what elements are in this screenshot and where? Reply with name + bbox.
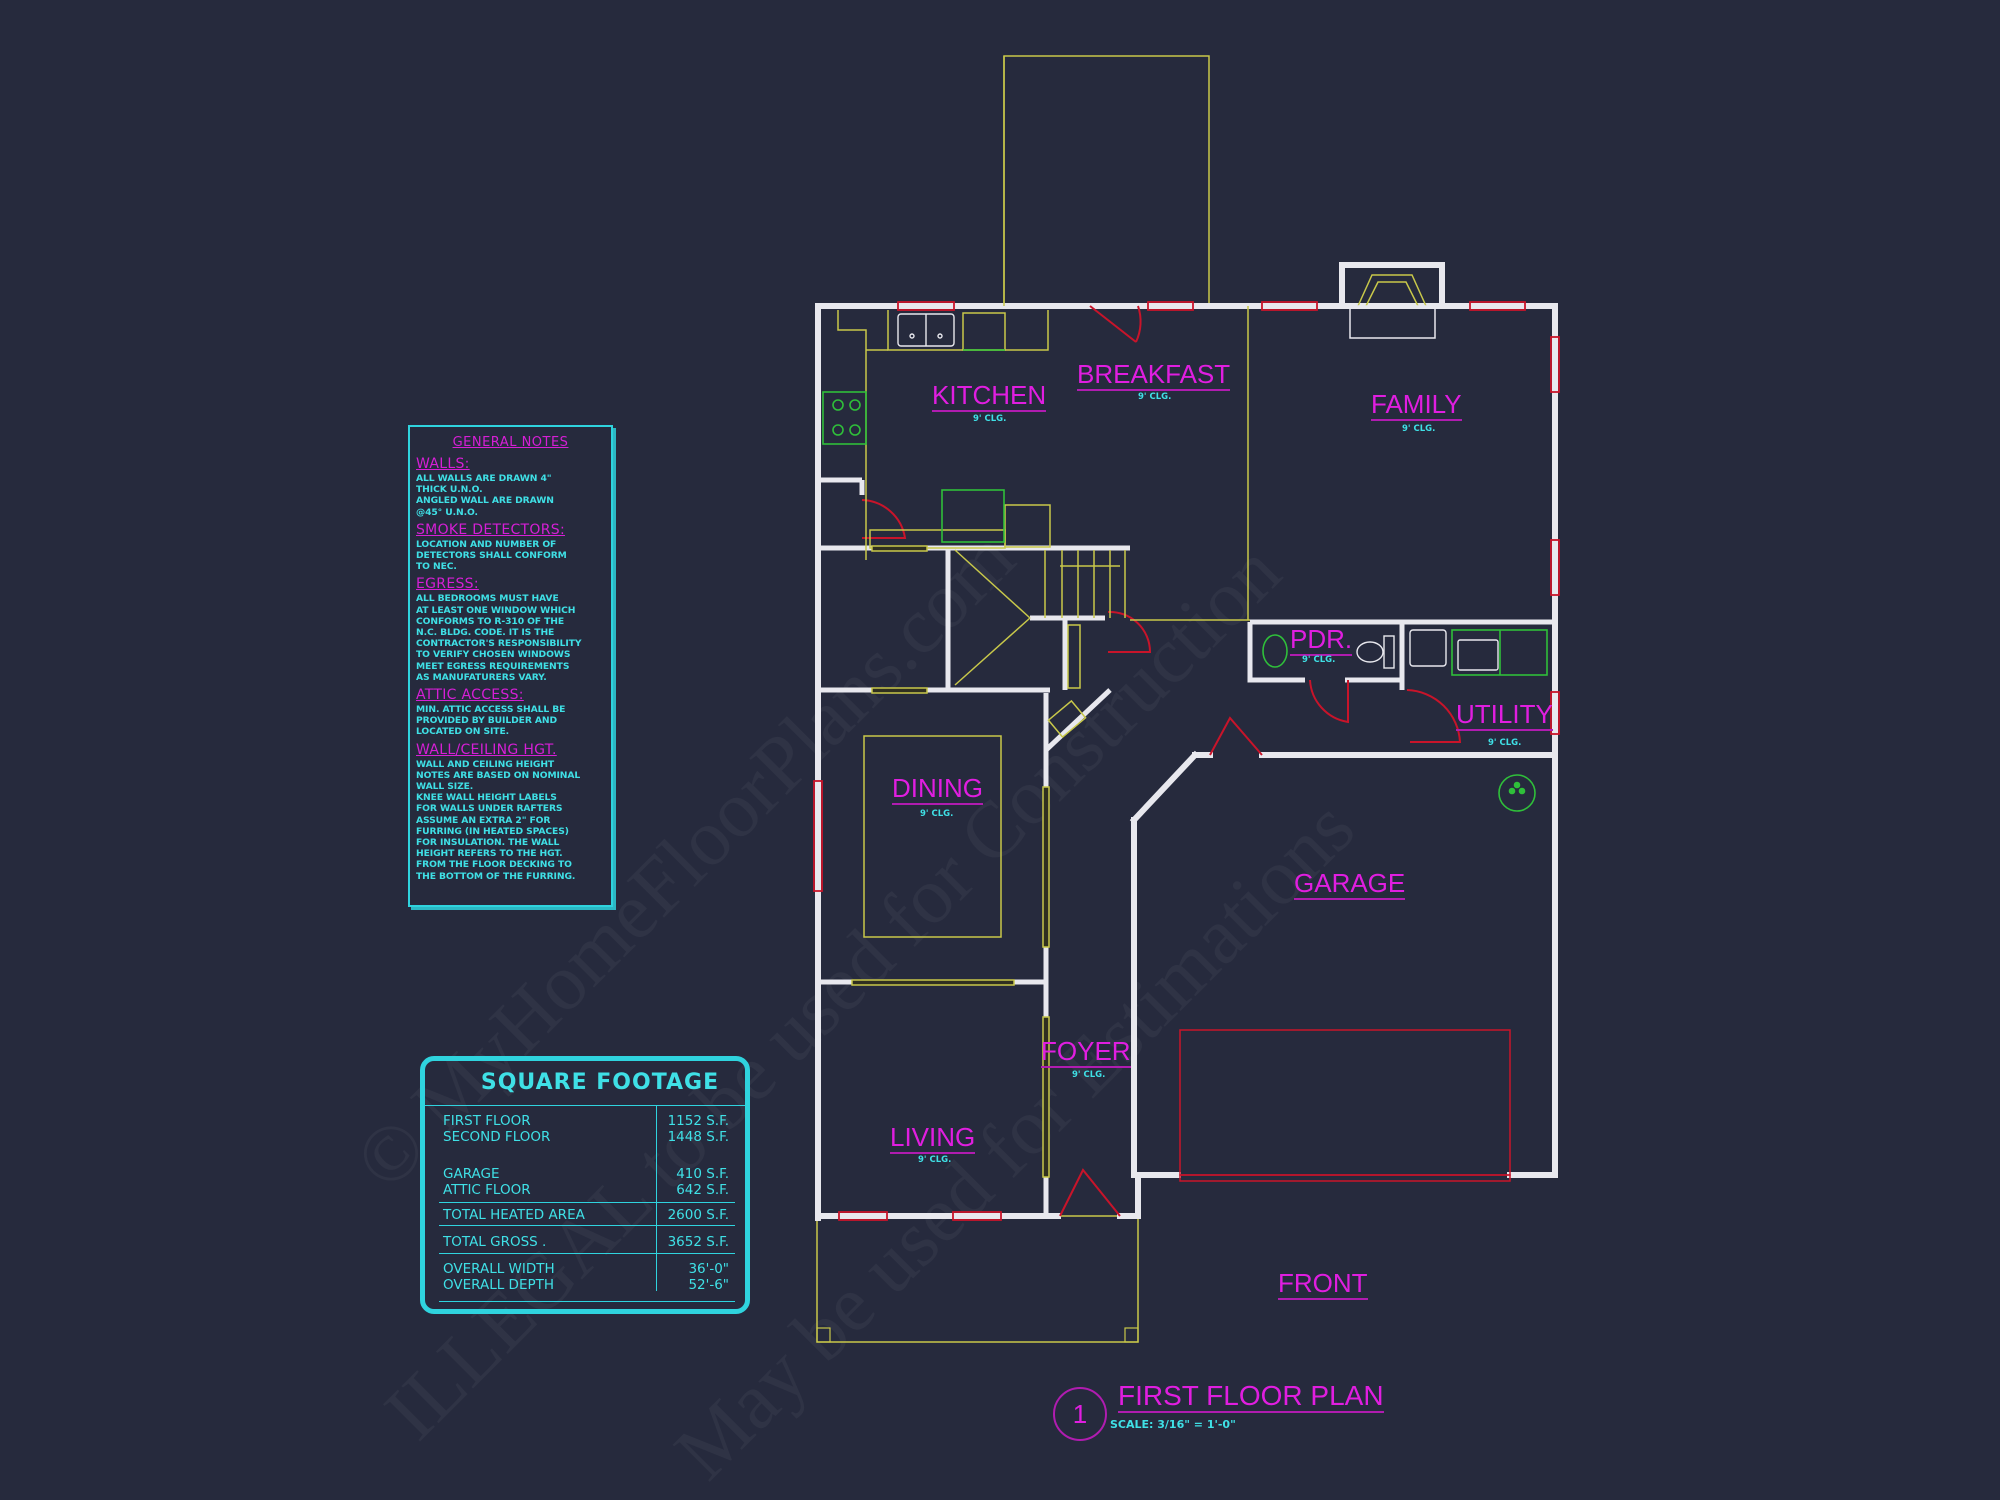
sf-label: TOTAL GROSS . [443, 1234, 547, 1250]
room-label-utility: UTILITY [1456, 699, 1553, 731]
table-rule [439, 1202, 735, 1203]
general-notes-panel: GENERAL NOTES WALLS: ALL WALLS ARE DRAWN… [408, 425, 613, 907]
plan-scale: SCALE: 3/16" = 1'-0" [1110, 1418, 1236, 1431]
fixtures [822, 349, 1548, 812]
ceiling-note-utility: 9' CLG. [1488, 738, 1522, 748]
interior-walls [818, 477, 1555, 1213]
notes-heading-egress: EGRESS: [416, 576, 479, 593]
ceiling-note-pdr: 9' CLG. [1302, 655, 1336, 665]
room-label-foyer: FOYER [1041, 1036, 1131, 1068]
plan-title: FIRST FLOOR PLAN [1118, 1380, 1384, 1413]
notes-body-attic-access: MIN. ATTIC ACCESS SHALL BE PROVIDED BY B… [416, 704, 566, 738]
sf-label: TOTAL HEATED AREA [443, 1207, 585, 1223]
windows [813, 301, 1560, 1221]
room-label-dining: DINING [892, 773, 983, 805]
notes-body-smoke-detectors: LOCATION AND NUMBER OF DETECTORS SHALL C… [416, 538, 567, 573]
notes-heading-wall-ceiling-height: WALL/CEILING HGT. [416, 741, 557, 758]
room-label-living: LIVING [890, 1122, 976, 1154]
front-porch-outline [816, 1215, 1139, 1343]
sf-label: FIRST FLOOR SECOND FLOOR [443, 1113, 551, 1145]
table-rule [439, 1225, 735, 1226]
ceiling-note-kitchen: 9' CLG. [973, 414, 1007, 424]
room-label-family: FAMILY [1371, 389, 1462, 421]
front-label: FRONT [1278, 1268, 1368, 1300]
sf-value: 1152 S.F. 1448 S.F. [667, 1113, 729, 1145]
ceiling-note-dining: 9' CLG. [920, 809, 954, 819]
notes-heading-smoke-detectors: SMOKE DETECTORS: [416, 521, 565, 538]
ceiling-note-family: 9' CLG. [1402, 424, 1436, 434]
room-label-garage: GARAGE [1294, 868, 1406, 900]
notes-heading-walls: WALLS: [416, 456, 470, 472]
room-label-kitchen: KITCHEN [932, 380, 1047, 412]
square-footage-title: SQUARE FOOTAGE [425, 1061, 745, 1106]
table-rule [439, 1253, 735, 1254]
sf-value: 410 S.F. 642 S.F. [676, 1166, 729, 1198]
door-swings [861, 305, 1511, 1217]
sf-value: 36'-0" 52'-6" [688, 1261, 729, 1293]
sf-value: 2600 S.F. [667, 1207, 729, 1223]
notes-body-wall-ceiling-height: WALL AND CEILING HEIGHT NOTES ARE BASED … [416, 758, 581, 882]
ceiling-note-breakfast: 9' CLG. [1138, 392, 1172, 402]
room-label-pdr: PDR. [1290, 624, 1353, 656]
notes-body-walls: ALL WALLS ARE DRAWN 4" THICK U.N.O. ANGL… [416, 473, 554, 518]
notes-body-egress: ALL BEDROOMS MUST HAVE AT LEAST ONE WIND… [416, 593, 582, 683]
sf-label: OVERALL WIDTH OVERALL DEPTH [443, 1261, 555, 1293]
square-footage-table: SQUARE FOOTAGE FIRST FLOOR SECOND FLOOR … [420, 1056, 750, 1314]
room-label-breakfast: BREAKFAST [1077, 359, 1231, 391]
plumbing-fixtures [897, 313, 1499, 671]
drawing-number-bubble: 1 [1053, 1387, 1107, 1441]
table-rule [439, 1301, 735, 1302]
ceiling-note-foyer: 9' CLG. [1072, 1070, 1106, 1080]
rear-deck-outline [1003, 55, 1210, 306]
ceiling-note-living: 9' CLG. [918, 1155, 952, 1165]
general-notes-title: GENERAL NOTES [452, 435, 569, 450]
table-divider [656, 1105, 657, 1291]
sf-label: GARAGE ATTIC FLOOR [443, 1166, 531, 1198]
notes-heading-attic-access: ATTIC ACCESS: [416, 687, 524, 704]
kitchen-cabinets [837, 56, 1436, 1178]
sf-value: 3652 S.F. [667, 1234, 729, 1250]
